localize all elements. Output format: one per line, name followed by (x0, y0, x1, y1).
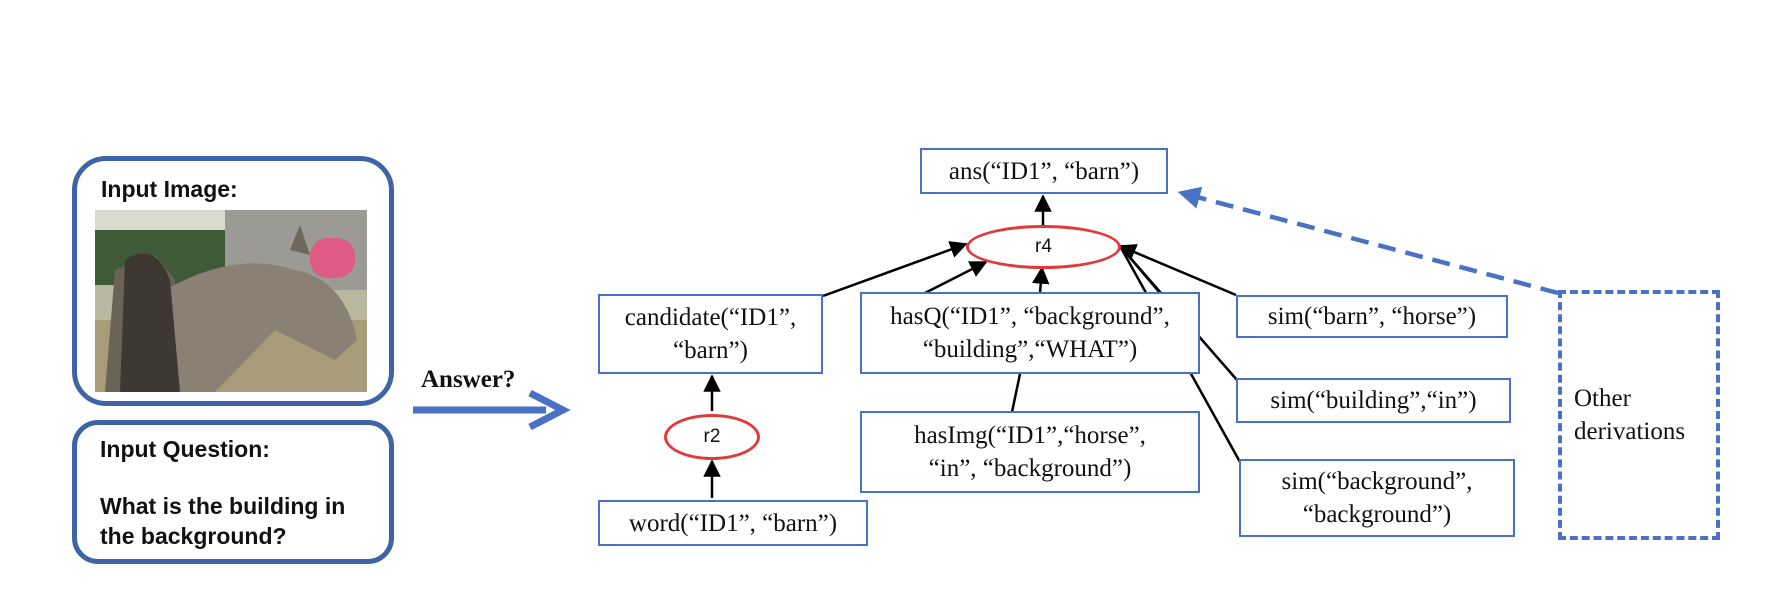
node-hasq: hasQ(“ID1”, “background”, “building”,“WH… (860, 292, 1200, 374)
node-candidate: candidate(“ID1”, “barn”) (598, 294, 823, 374)
edge-r4-branch (1119, 245, 1161, 294)
node-sim-background: sim(“background”, “background”) (1239, 459, 1515, 537)
node-other-derivations: Other derivations (1558, 290, 1720, 540)
rule-r4: r4 (966, 225, 1121, 269)
edge-hasq-r4-b (1032, 266, 1050, 294)
rule-r2: r2 (664, 414, 760, 460)
edge-candidate-r4 (822, 241, 968, 298)
edge-sim1-r4 (1118, 244, 1237, 297)
answer-arrow-head (528, 389, 571, 431)
input-question-text: What is the building in the background? (100, 493, 346, 549)
edge-other-ans (1177, 186, 1559, 296)
answer-label: Answer? (421, 366, 516, 393)
node-sim-building-in: sim(“building”,“in”) (1236, 378, 1511, 423)
node-word: word(“ID1”, “barn”) (598, 500, 868, 546)
node-sim-barn-horse: sim(“barn”, “horse”) (1236, 295, 1508, 338)
edge-hasq-r4-a (924, 260, 988, 295)
horses-photo (95, 210, 367, 392)
edge-hasimg-hasq (1010, 373, 1022, 413)
input-question-title: Input Question: (100, 436, 270, 462)
input-image-title: Input Image: (101, 176, 238, 202)
input-question-panel (72, 420, 394, 564)
node-hasimg: hasImg(“ID1”,“horse”, “in”, “background”… (860, 411, 1200, 493)
node-ans: ans(“ID1”, “barn”) (920, 148, 1168, 194)
